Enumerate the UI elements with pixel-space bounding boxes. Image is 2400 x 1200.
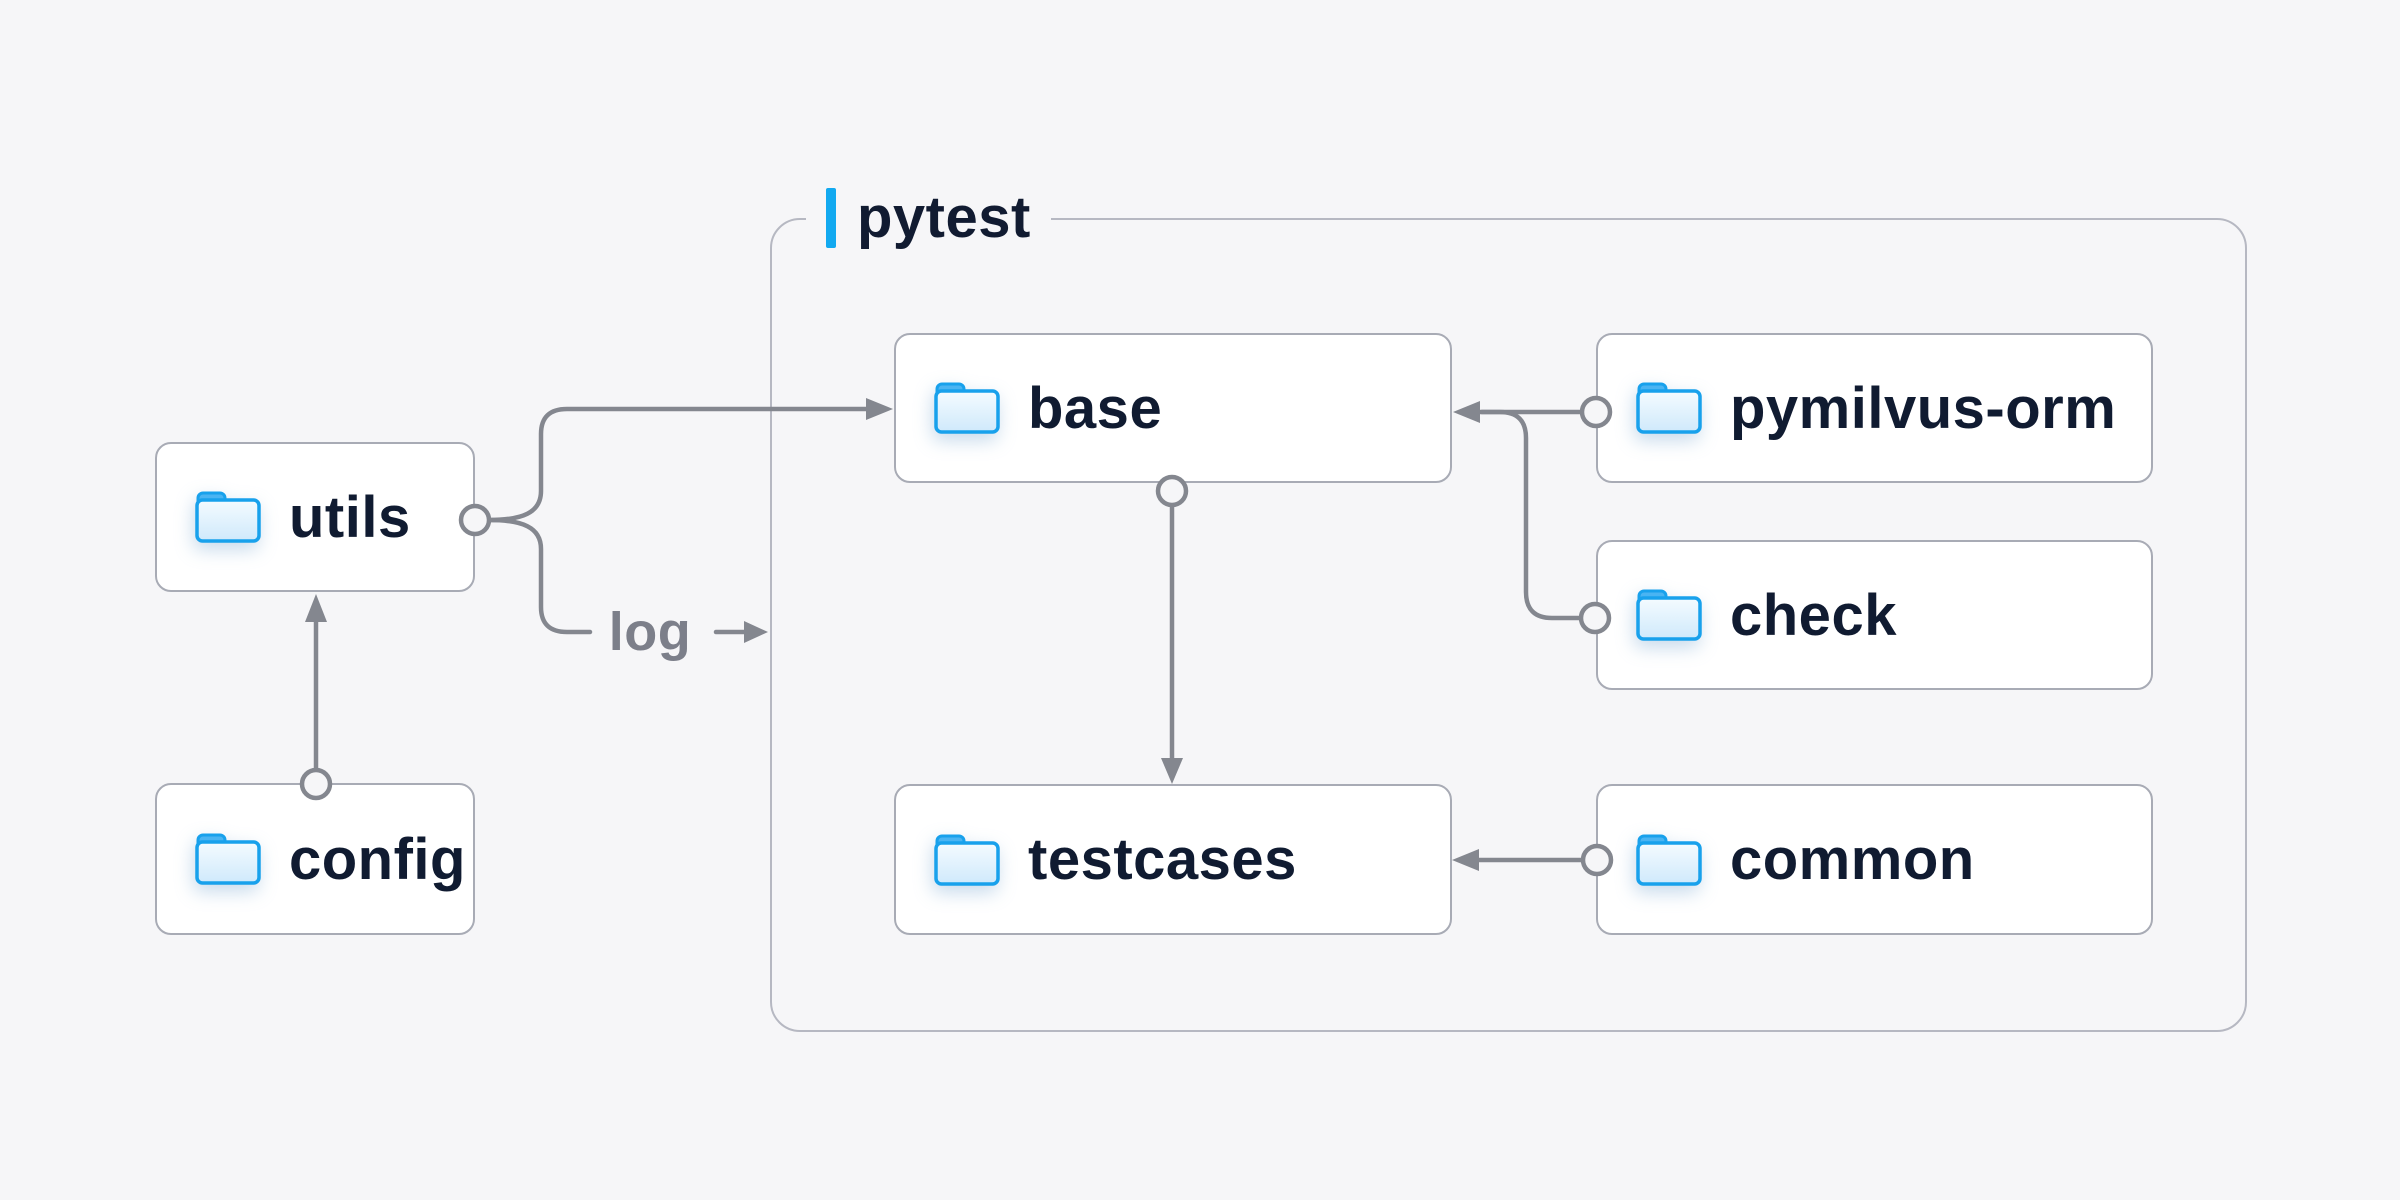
node-pymilvus-orm: pymilvus-orm bbox=[1596, 333, 2153, 483]
node-label: utils bbox=[289, 484, 411, 550]
node-label: testcases bbox=[1028, 827, 1297, 892]
node-testcases: testcases bbox=[894, 784, 1452, 935]
node-label: pymilvus-orm bbox=[1730, 375, 2117, 441]
folder-icon bbox=[1636, 834, 1702, 886]
node-config: config bbox=[155, 783, 475, 935]
node-label: config bbox=[289, 826, 466, 892]
edge-config-utils bbox=[305, 594, 327, 773]
node-label: base bbox=[1028, 375, 1163, 441]
node-label: check bbox=[1730, 582, 1897, 648]
folder-icon bbox=[195, 833, 261, 885]
folder-icon bbox=[934, 382, 1000, 434]
node-label: common bbox=[1730, 827, 1975, 892]
node-utils: utils bbox=[155, 442, 475, 592]
node-common: common bbox=[1596, 784, 2153, 935]
folder-icon bbox=[934, 834, 1000, 886]
folder-icon bbox=[195, 491, 261, 543]
pytest-group-container bbox=[770, 218, 2247, 1032]
edge-label-log: log bbox=[608, 602, 692, 662]
folder-icon bbox=[1636, 589, 1702, 641]
node-check: check bbox=[1596, 540, 2153, 690]
node-base: base bbox=[894, 333, 1452, 483]
pytest-group-label: pytest bbox=[806, 186, 1051, 250]
group-title: pytest bbox=[857, 185, 1031, 250]
folder-icon bbox=[1636, 382, 1702, 434]
accent-bar bbox=[826, 188, 836, 248]
